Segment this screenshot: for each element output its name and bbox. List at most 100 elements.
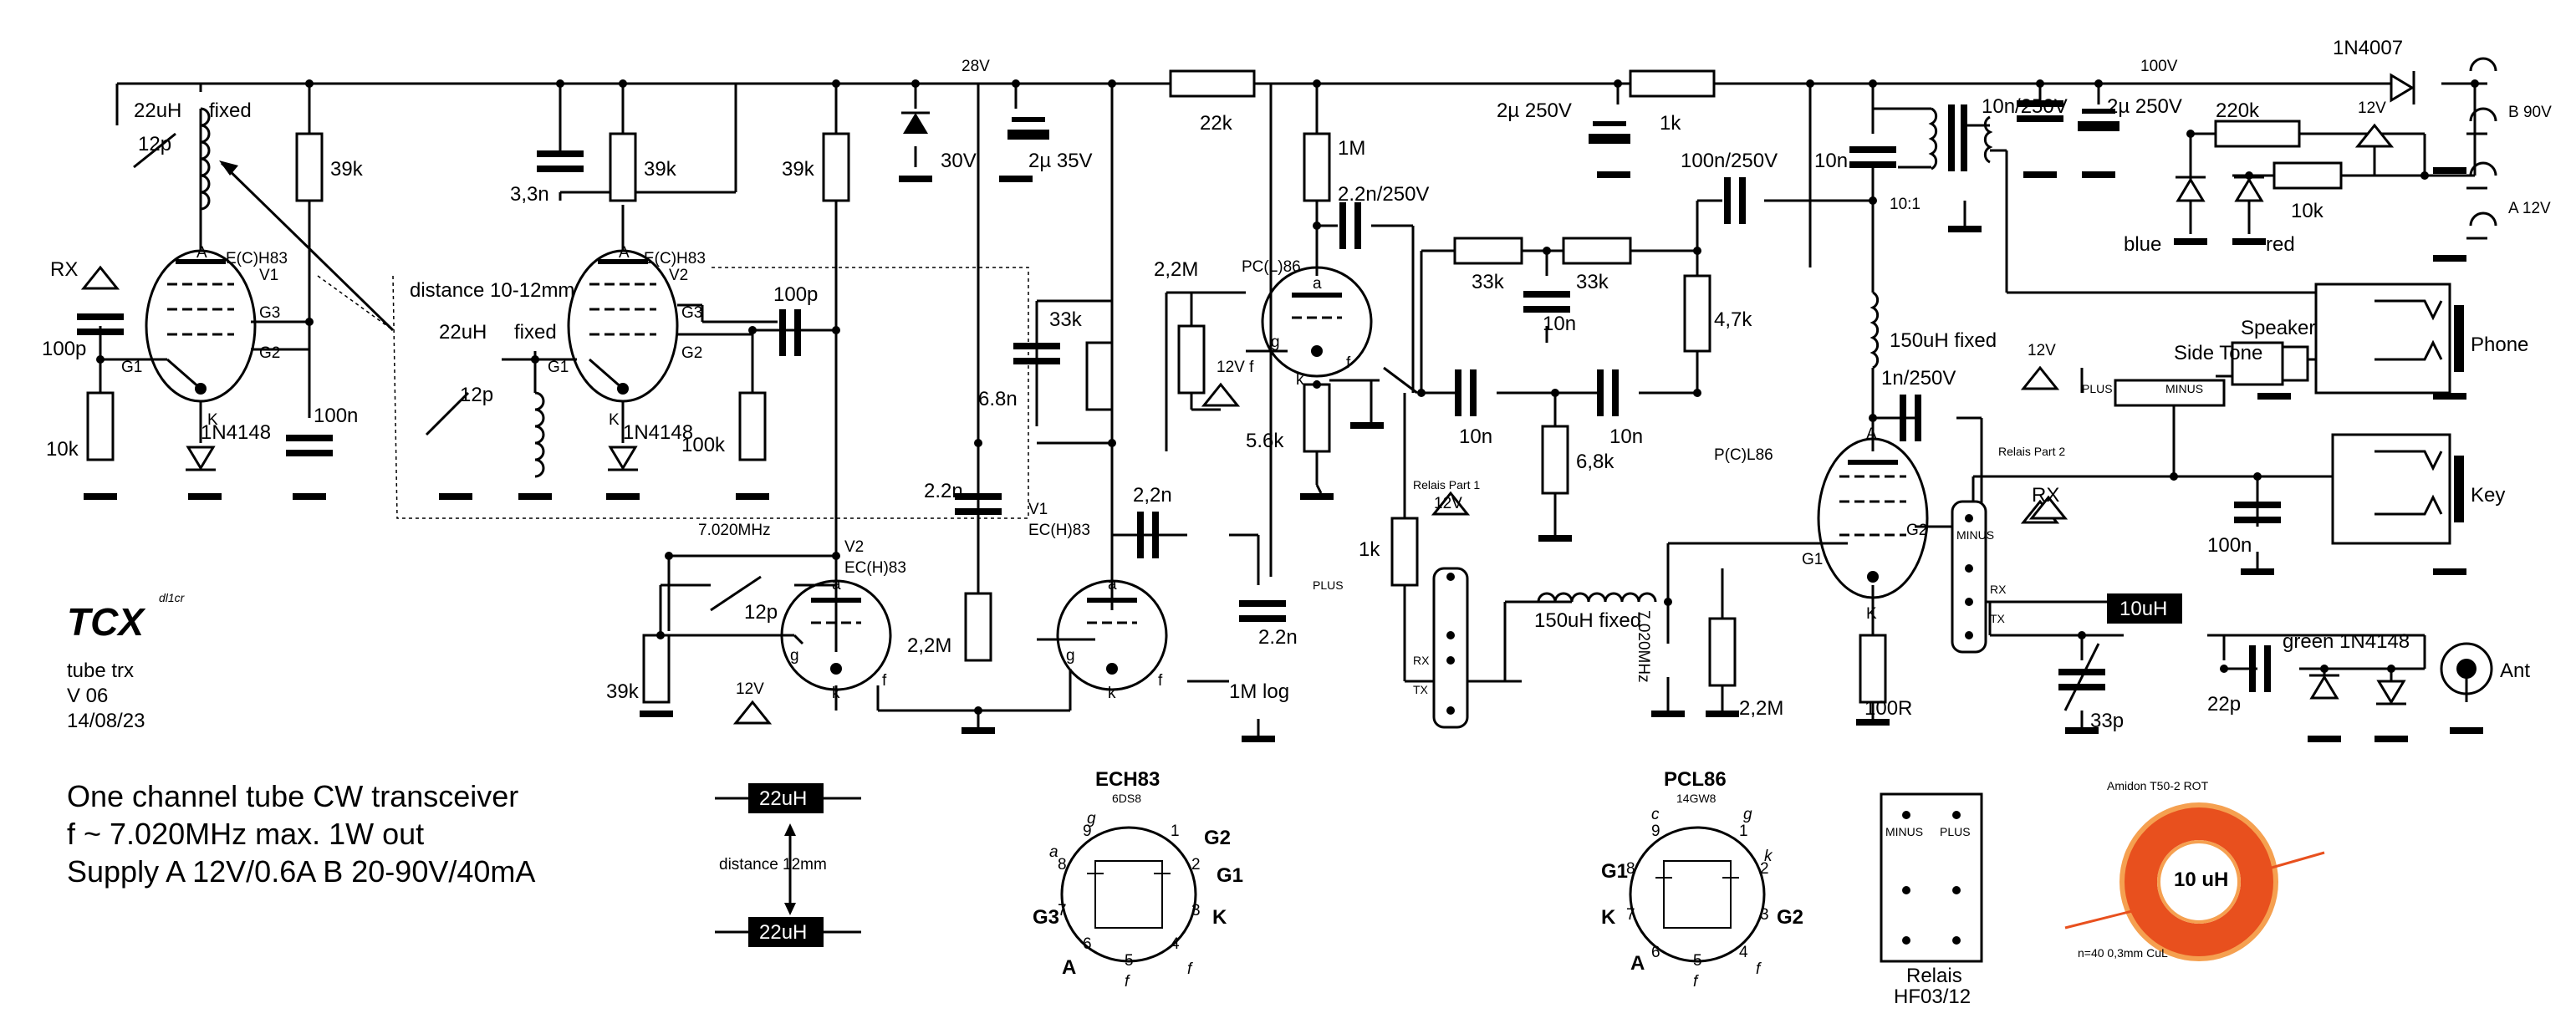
pcl86-f1: f [1693, 973, 1699, 991]
sup-c2: 2µ 250V [2107, 95, 2182, 118]
mod-ca: 2.2n/250V [1338, 183, 1429, 206]
aud-plus: PLUS [2082, 382, 2113, 395]
mod-pin-k: k [1296, 371, 1304, 389]
s2-tube-sub: V2 [669, 267, 688, 284]
filt-r4: 4,7k [1714, 308, 1752, 331]
leg-dist: distance 12mm [719, 856, 827, 874]
ech83-f1: f [1125, 973, 1130, 991]
amp-rg: 2,2M [907, 634, 951, 657]
aud-c: 100n [2207, 534, 2252, 557]
leg-relay-type: HF03/12 [1894, 986, 1971, 1008]
ech83-g: g [1087, 810, 1096, 828]
ech83-aa: A [1062, 956, 1076, 979]
s1-rg: 10k [46, 438, 79, 461]
pcl86-p9: 9 [1651, 823, 1660, 840]
junction-dots [96, 79, 2479, 715]
out-ctrim: 33p [2090, 710, 2124, 732]
pcl86-k: k [1764, 848, 1773, 865]
s2-l1-note: fixed [514, 321, 557, 344]
coil-l: 150uH fixed [1534, 609, 1641, 632]
s1-diode: 1N4148 [201, 421, 271, 444]
leg-relay-plus: PLUS [1940, 825, 1971, 838]
toroid-picture [2064, 802, 2325, 961]
ech83-f2: f [1187, 960, 1193, 978]
relay2-tx: TX [1990, 612, 2006, 625]
mod-rk: 5.6k [1246, 430, 1284, 452]
s2-diode: 1N4148 [623, 421, 693, 444]
supply-jacks [2466, 57, 2497, 240]
pa-choke: 150uH fixed [1890, 329, 1997, 352]
mod-rg: 2,2M [1154, 258, 1198, 281]
relay2-rx: RX [2032, 484, 2059, 507]
s1-pin-g1: G1 [121, 359, 142, 376]
speaker [2216, 341, 2284, 386]
relay1-12v: 12V [1434, 495, 1462, 512]
phone-jack [2314, 283, 2464, 395]
ech83-p8: 8 [1058, 856, 1067, 874]
aud-side-tone: Side Tone [2174, 342, 2262, 364]
relay1-rx: RX [1413, 654, 1430, 667]
pcl86-g1: G1 [1601, 860, 1628, 883]
author: dl1cr [159, 591, 186, 604]
legend-inductors [715, 783, 861, 947]
s2-c1: 3,3n [510, 183, 549, 206]
osc-pin-g: g [790, 647, 799, 665]
relay1-title: Relais Part 1 [1413, 478, 1480, 492]
s2-pin-k: K [609, 411, 620, 429]
s1-ctrim: 12p [138, 133, 171, 155]
pcl86-p7: 7 [1626, 906, 1635, 924]
s1-tube-sub: V1 [259, 267, 278, 284]
desc-line3: Supply A 12V/0.6A B 20-90V/40mA [67, 854, 535, 889]
amp-cout: 2,2n [1133, 484, 1172, 507]
leg-toroid-note: n=40 0,3mm CuL [2078, 946, 2168, 960]
amp-cser: 6.8n [978, 388, 1018, 410]
amp-zener: 30V [941, 150, 977, 172]
logo: TCX [67, 600, 145, 644]
s1-pin-a: A [196, 244, 207, 262]
s2-r1: 39k [644, 158, 677, 181]
pa-pin-k: K [1866, 605, 1877, 623]
rail-12v: 12V [2358, 99, 2386, 117]
out-diodes: green 1N4148 [2283, 630, 2410, 653]
pcl86-f2: f [1756, 960, 1762, 978]
ground-symbols [84, 167, 2483, 742]
s1-r1: 39k [330, 158, 364, 181]
leg-l1: 22uH [759, 787, 807, 810]
s2-spacing: distance 10-12mm [410, 279, 574, 302]
relay-pinout [1880, 792, 1983, 963]
ech83-g2: G2 [1204, 827, 1231, 849]
pa-ratio: 10:1 [1890, 196, 1921, 213]
sup-led2: red [2266, 233, 2295, 256]
ech83-p1: 1 [1171, 823, 1180, 840]
aud-minus: MINUS [2165, 382, 2203, 395]
supply-a: A 12V [2508, 200, 2551, 217]
pcl86-p5: 5 [1693, 952, 1702, 970]
filt-celko: 2µ 250V [1497, 99, 1572, 122]
osc-pin-a: a [832, 576, 841, 593]
mod-pin-a: a [1313, 275, 1322, 293]
pa-pin-g1: G1 [1802, 551, 1823, 568]
s1-l1-note: fixed [209, 99, 252, 122]
ech83-pinout [1060, 826, 1197, 963]
ech83-p6: 6 [1083, 935, 1092, 953]
aud-phone: Phone [2471, 334, 2528, 356]
ech83-g1: G1 [1217, 864, 1243, 887]
pcl86-p4: 4 [1739, 944, 1748, 961]
osc-rg: 39k [606, 680, 640, 703]
filt-cmid: 10n [1543, 313, 1576, 335]
s1-pin-k: K [207, 411, 218, 429]
pa-tube: P(C)L86 [1714, 446, 1773, 464]
s2-tube: E(C)H83 [644, 250, 706, 267]
leg-l2: 22uH [759, 921, 807, 944]
pcl86-p3: 3 [1760, 906, 1769, 924]
key-jack [2331, 433, 2464, 545]
relay1-tx: TX [1413, 683, 1429, 696]
s1-pin-g3: G3 [259, 304, 280, 322]
amp-ccpl: 2.2n [924, 480, 963, 502]
s2-ctrim: 12p [460, 384, 493, 406]
filt-c2: 10n [1609, 425, 1643, 448]
out-ant: Ant [2500, 660, 2530, 682]
pcl86-g: g [1743, 806, 1752, 823]
osc-tube: EC(H)83 [844, 559, 906, 577]
relay2-minus: MINUS [1956, 528, 1994, 542]
